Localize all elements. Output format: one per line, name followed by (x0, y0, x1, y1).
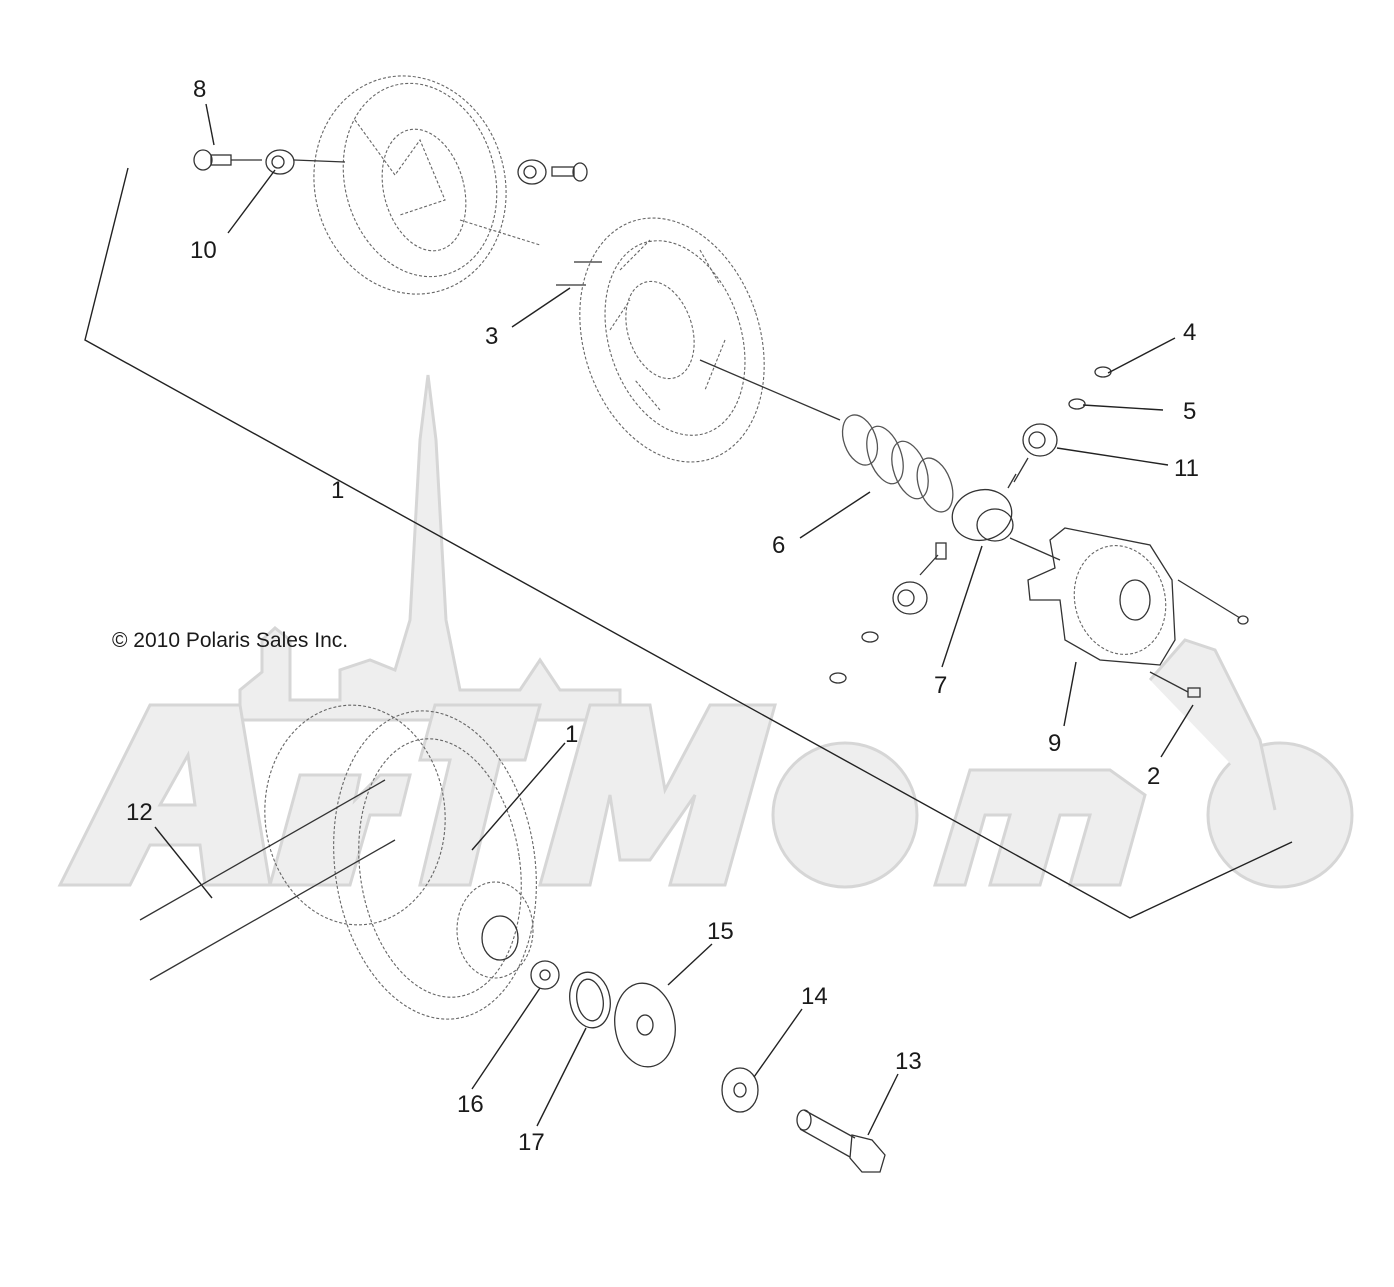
watermark (57, 374, 1354, 889)
callout-7: 7 (934, 672, 947, 699)
callout-6: 6 (772, 532, 785, 559)
fixed-sheave-disc (579, 217, 841, 463)
callout-14: 14 (801, 983, 828, 1010)
callout-12: 12 (126, 799, 153, 826)
callout-11: 11 (1174, 455, 1199, 482)
callout-labels: 8 10 3 4 5 11 1 6 7 9 2 1 12 15 14 13 16… (126, 76, 1199, 1156)
washer-part-14 (721, 1067, 759, 1113)
callout-4: 4 (1183, 319, 1196, 346)
callout-3: 3 (485, 323, 498, 350)
callout-9: 9 (1048, 730, 1061, 757)
callout-1-bottom: 1 (565, 721, 578, 748)
plate-part-15 (614, 982, 676, 1068)
washer-part-5 (1068, 398, 1086, 410)
assembled-clutch (264, 704, 537, 1020)
washer-part-16 (530, 960, 560, 990)
callout-10: 10 (190, 237, 217, 264)
callout-2: 2 (1147, 763, 1160, 790)
copyright-notice: © 2010 Polaris Sales Inc. (112, 629, 348, 652)
callout-13: 13 (895, 1048, 922, 1075)
bolt-part-13 (796, 1109, 886, 1173)
callout-8: 8 (193, 76, 206, 103)
pin-part-8 (193, 149, 262, 171)
snap-ring-part-17 (569, 971, 611, 1029)
roller-part-11 (1013, 423, 1058, 483)
moveable-sheave (313, 75, 541, 295)
screws-part-2 (1149, 579, 1249, 698)
callout-15: 15 (707, 918, 734, 945)
callout-16: 16 (457, 1091, 484, 1118)
callout-5: 5 (1183, 398, 1196, 425)
bushing-part-10 (265, 149, 346, 175)
roller-top-right (517, 159, 588, 185)
spring-part-6 (841, 414, 954, 513)
drive-belt-part-12 (139, 779, 396, 981)
leader-lines-main (84, 167, 1293, 919)
callout-1-top: 1 (331, 477, 344, 504)
callout-17: 17 (518, 1129, 545, 1156)
helix-part-7 (951, 473, 1061, 561)
roller-pins-part-3 (556, 261, 602, 286)
roller-lower-stack (829, 542, 947, 684)
cover-part-9 (1027, 527, 1176, 666)
callout-leaders (205, 103, 1194, 1136)
